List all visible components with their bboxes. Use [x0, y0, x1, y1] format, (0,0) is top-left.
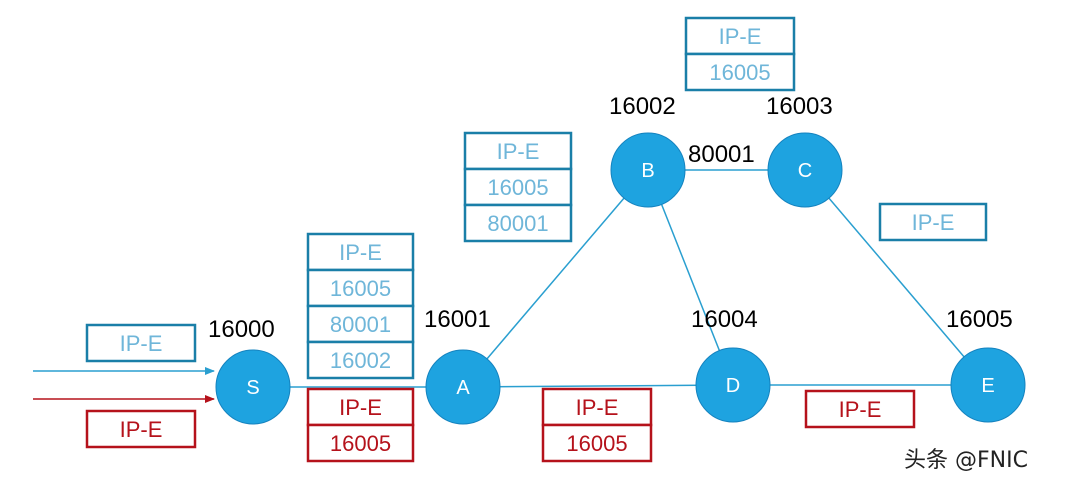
- node-e: E: [950, 347, 1026, 423]
- stack-cell-box: [306, 268, 415, 308]
- stack-cell-box: [306, 423, 415, 463]
- node-c: C: [767, 132, 843, 208]
- stack-cell-label: IP-E: [576, 395, 619, 420]
- node-a-label: A: [456, 377, 470, 399]
- stack-cell-label: 16005: [330, 276, 391, 301]
- stack-cell-box: [306, 340, 415, 380]
- node-a-circle: [425, 349, 501, 425]
- stack-cell-box: [684, 52, 796, 92]
- sid-label-a: 16001: [424, 306, 491, 333]
- stack-cell-label: 16005: [330, 431, 391, 456]
- stack-cell-label: IP-E: [339, 240, 382, 265]
- link-c-e: [804, 169, 989, 386]
- stack-cell-label: 80001: [330, 312, 391, 337]
- node-b: B: [610, 132, 686, 208]
- stack-cell-label: 80001: [487, 211, 548, 236]
- stack-cell-label: 16005: [566, 431, 627, 456]
- stack-cell-label: 16002: [330, 348, 391, 373]
- stack-cell-label: IP-E: [120, 331, 163, 356]
- stack-cell-box: [85, 409, 197, 449]
- label-stack-d-to-e-red: IP-E: [804, 389, 916, 429]
- stack-cell-box: [306, 387, 415, 427]
- label-stack-a-to-d-red: IP-E 16005: [541, 387, 653, 463]
- node-d-label: D: [726, 375, 740, 397]
- stack-cell-label: IP-E: [912, 210, 955, 235]
- sid-label-c: 16003: [766, 93, 833, 120]
- node-a: A: [425, 349, 501, 425]
- stack-cell-label: 16005: [487, 175, 548, 200]
- sid-label-s: 16000: [208, 316, 275, 343]
- label-stacks: IP-EIP-EIP-E160058000116002IP-E16005IP-E…: [85, 16, 988, 463]
- stack-cell-label: 16005: [709, 60, 770, 85]
- node-s-label: S: [246, 377, 259, 399]
- stack-cell-box: [463, 167, 573, 207]
- link-b-d: [647, 169, 734, 386]
- sid-label-d: 16004: [691, 306, 758, 333]
- stack-cell-box: [463, 203, 573, 243]
- node-e-circle: [950, 347, 1026, 423]
- label-stack-a-to-b-blue: IP-E 16005 80001: [463, 131, 573, 243]
- node-b-label: B: [641, 160, 654, 182]
- sid-label-e: 16005: [946, 306, 1013, 333]
- stack-cell-label: IP-E: [497, 139, 540, 164]
- link-a-b: [462, 169, 649, 388]
- node-s-circle: [215, 349, 291, 425]
- label-stack-s-to-a-red: IP-E 16005: [306, 387, 415, 463]
- node-e-label: E: [981, 375, 994, 397]
- stack-cell-label: IP-E: [839, 397, 882, 422]
- node-s: S: [215, 349, 291, 425]
- stack-cell-label: IP-E: [120, 417, 163, 442]
- stack-cell-label: IP-E: [339, 395, 382, 420]
- stack-cell-box: [85, 323, 197, 363]
- label-stack-ingress-blue: IP-E: [85, 323, 197, 363]
- node-b-circle: [610, 132, 686, 208]
- stack-cell-label: IP-E: [719, 24, 762, 49]
- label-stack-c-to-e-blue: IP-E: [878, 202, 988, 242]
- node-d-circle: [695, 347, 771, 423]
- adjacency-sid-b-c: 80001: [688, 141, 755, 168]
- stack-cell-box: [541, 423, 653, 463]
- label-stack-ingress-red: IP-E: [85, 409, 197, 449]
- node-c-circle: [767, 132, 843, 208]
- sid-label-b: 16002: [609, 93, 676, 120]
- node-c-label: C: [798, 160, 812, 182]
- node-d: D: [695, 347, 771, 423]
- stack-cell-box: [878, 202, 988, 242]
- link-a-d: [462, 384, 734, 388]
- label-stack-s-to-a-blue: IP-E 16005 80001 16002: [306, 232, 415, 380]
- label-stack-b-to-c-blue: IP-E 16005: [684, 16, 796, 92]
- watermark-text: 头条 @FNIC: [904, 448, 1028, 473]
- stack-cell-box: [804, 389, 916, 429]
